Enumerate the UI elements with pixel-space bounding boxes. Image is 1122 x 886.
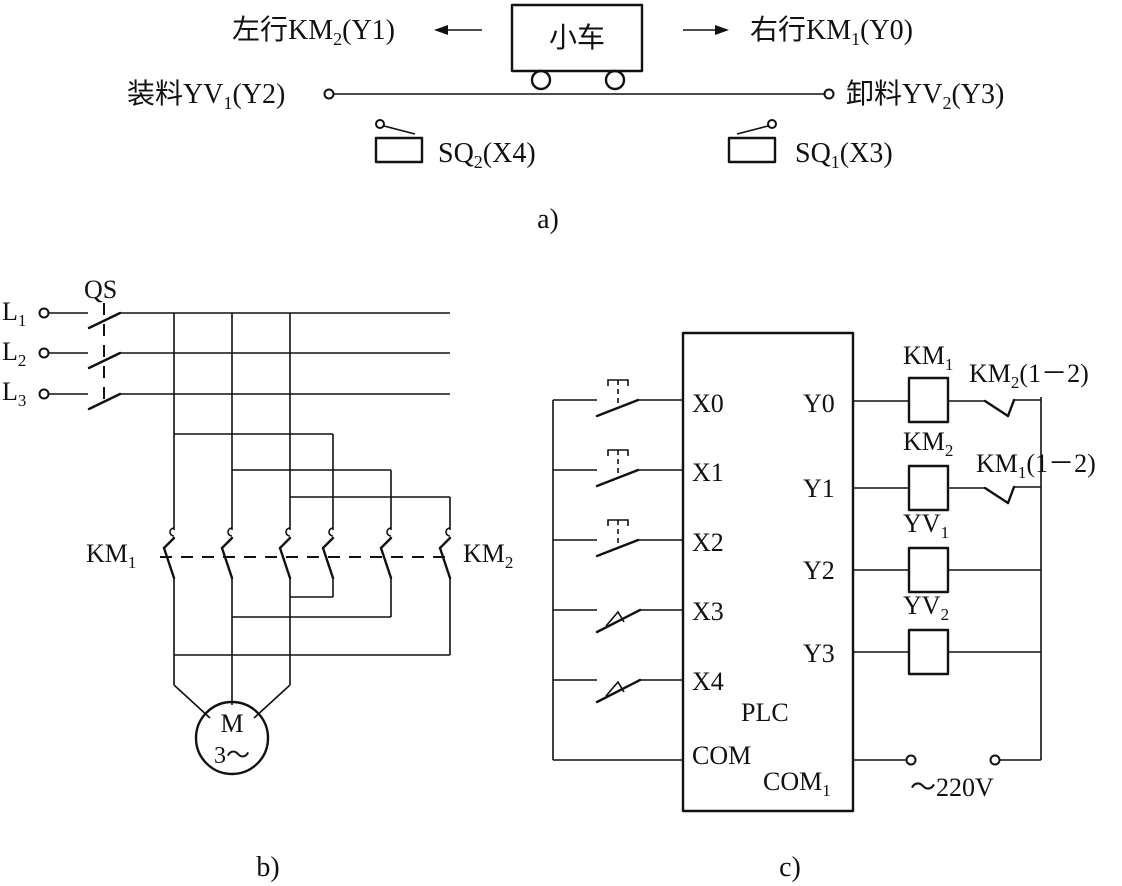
cart-label: 小车 — [549, 22, 605, 54]
sq2-label: SQ2(X4) — [438, 138, 536, 172]
input-x0: X0 — [553, 379, 724, 418]
qs-label: QS — [84, 275, 117, 304]
x0-label: X0 — [692, 389, 724, 418]
left-arrow-head — [434, 25, 448, 35]
y2-label: Y2 — [803, 556, 835, 585]
x1-label: X1 — [692, 458, 724, 487]
motor-symbol — [194, 700, 270, 776]
output-y3: YV2 — [853, 591, 1041, 676]
qs-blade-2 — [87, 351, 122, 370]
l1-label: L1 — [2, 297, 26, 330]
output-y1: KM2 KM1(1－2) — [853, 427, 1096, 512]
l2-label: L2 — [2, 337, 26, 370]
unload-label: 卸料YV2(Y3) — [846, 78, 1004, 113]
cart-wheel-left — [530, 69, 552, 91]
km1-main-label: KM1 — [86, 539, 136, 572]
supply-terminal-right — [989, 754, 1001, 766]
input-x1: X1 — [553, 449, 724, 488]
input-x4: X4 — [553, 667, 724, 704]
y3-label: Y3 — [803, 639, 835, 668]
motor-phase-label: 3～ — [214, 743, 250, 769]
left-travel-label: 左行KM2(Y1) — [232, 14, 395, 49]
caption-b: b) — [256, 852, 279, 883]
sq2-lever — [383, 125, 416, 135]
motor-lead-1b — [173, 684, 211, 719]
qs-blade-1 — [87, 311, 122, 330]
right-arrow-head — [715, 25, 729, 35]
km2-main-label: KM2 — [463, 539, 513, 572]
l2-terminal — [38, 347, 50, 359]
sq2-switch-body — [374, 136, 424, 164]
load-label: 装料YV1(Y2) — [127, 78, 285, 113]
output-y2: YV1 — [853, 509, 1041, 594]
com-label: COM — [692, 741, 751, 770]
l3-terminal — [38, 388, 50, 400]
qs-blade-3 — [87, 392, 122, 411]
coil-km2-label: KM2 — [903, 427, 953, 460]
l3-label: L3 — [2, 377, 26, 410]
cart-body — [510, 3, 644, 73]
output-y0: KM1 KM2(1－2) — [853, 341, 1089, 424]
interlock-km1-label: KM1(1－2) — [976, 449, 1096, 482]
x2-label: X2 — [692, 528, 724, 557]
plc-label: PLC — [741, 698, 789, 727]
sq1-switch-body — [727, 136, 777, 164]
caption-c: c) — [779, 852, 801, 883]
supply-label: ～220V — [910, 773, 994, 802]
contact-arcs — [169, 527, 451, 537]
cart-wheel-right — [604, 69, 626, 91]
supply-terminal-left — [905, 754, 917, 766]
x4-label: X4 — [692, 667, 724, 696]
input-x2: X2 — [553, 519, 724, 558]
track-end-left — [323, 88, 335, 100]
y1-label: Y1 — [803, 474, 835, 503]
coil-yv1-label: YV1 — [903, 509, 949, 542]
y0-label: Y0 — [803, 389, 835, 418]
sq1-lever — [736, 125, 769, 135]
l1-terminal — [38, 307, 50, 319]
contactor-blades — [162, 536, 452, 580]
motor-label: M — [220, 709, 243, 738]
sq1-label: SQ1(X3) — [795, 138, 893, 172]
input-x3: X3 — [553, 597, 724, 634]
coil-yv1 — [907, 546, 950, 594]
sq2-roller — [375, 119, 385, 129]
right-travel-label: 右行KM1(Y0) — [750, 14, 913, 49]
coil-yv2-label: YV2 — [903, 591, 949, 624]
panel-b: QS L1 L2 L3 — [2, 275, 513, 883]
interlock-km2-label: KM2(1－2) — [969, 359, 1089, 392]
coil-km1-label: KM1 — [903, 341, 953, 374]
panel-a: 小车 左行KM2(Y1) 右行KM1(Y0) 装料YV1(Y2) 卸料YV2(Y… — [127, 3, 1004, 235]
com1-label: COM1 — [763, 767, 831, 800]
coil-yv2 — [907, 628, 950, 676]
x3-label: X3 — [692, 597, 724, 626]
motor-lead-3b — [253, 684, 291, 719]
plc-box — [681, 331, 855, 813]
caption-a: a) — [537, 204, 559, 235]
panel-c: PLC COM X0 X1 X2 — [552, 331, 1096, 883]
coil-km1 — [907, 376, 950, 424]
coil-km2 — [907, 464, 950, 512]
track-end-right — [823, 88, 835, 100]
sq1-roller — [767, 119, 777, 129]
